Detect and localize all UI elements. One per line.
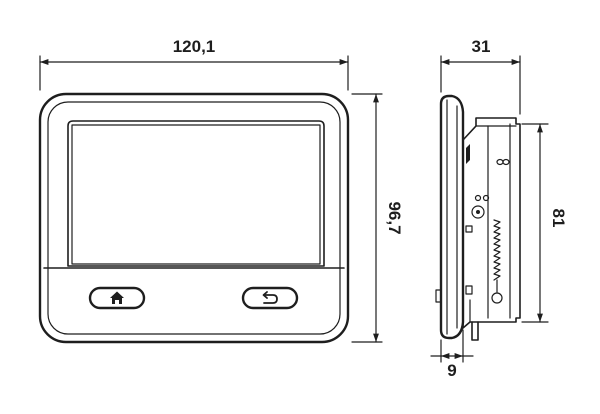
- front-width-label: 120,1: [173, 37, 216, 56]
- side-base-dimension: 9: [430, 329, 474, 380]
- front-outer-body: [38, 92, 350, 344]
- side-height-dimension: 81: [521, 123, 568, 323]
- front-height-label: 96,7: [385, 201, 404, 234]
- side-details: [435, 158, 510, 304]
- front-screen: [71, 124, 321, 265]
- back-arrow-icon: [262, 291, 278, 304]
- front-height-dimension: 96,7: [351, 93, 404, 343]
- side-base-label: 9: [447, 361, 456, 380]
- side-height-label: 81: [549, 209, 568, 228]
- side-front-face: [439, 94, 465, 340]
- front-view: 120,1 96,7: [38, 37, 404, 344]
- home-icon: [110, 291, 124, 304]
- side-housing: [462, 117, 521, 329]
- front-screen-frame: [67, 120, 325, 267]
- back-button[interactable]: [241, 286, 299, 310]
- side-depth-label: 31: [472, 37, 491, 56]
- front-inner-bezel: [47, 101, 341, 335]
- home-button[interactable]: [88, 286, 146, 310]
- side-view: 31 81 9: [430, 37, 568, 380]
- side-depth-dimension: 31: [440, 37, 521, 115]
- front-width-dimension: 120,1: [39, 37, 349, 91]
